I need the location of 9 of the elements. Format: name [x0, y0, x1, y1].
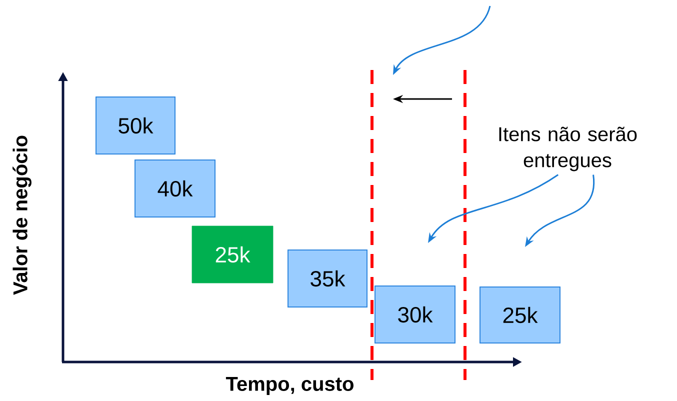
value-box: 35k: [288, 250, 368, 308]
value-box: 40k: [134, 160, 216, 218]
value-box: 30k: [374, 286, 456, 344]
value-box: 25k: [192, 226, 274, 284]
value-box: 25k: [480, 286, 560, 344]
axis-label: Tempo, custo: [226, 377, 354, 395]
callout-text: Itens não serão entregues: [499, 126, 637, 172]
axis-label: Valor de negócio: [12, 136, 32, 295]
value-box: 50k: [96, 96, 176, 154]
